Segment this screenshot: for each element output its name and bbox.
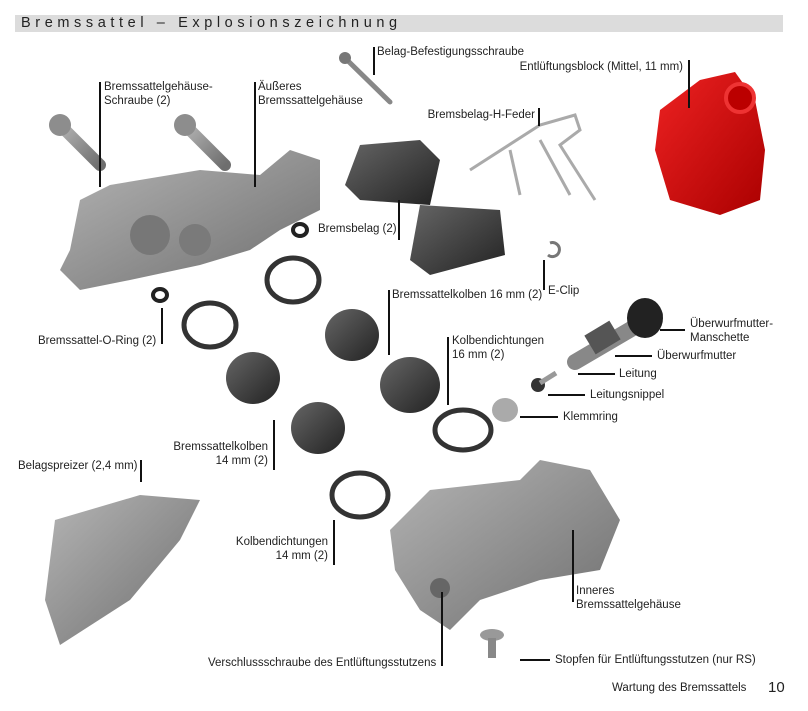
label-olive: Klemmring <box>563 411 618 423</box>
pad-spreader <box>45 495 200 645</box>
leader-line <box>520 416 558 418</box>
section-header: Bremssattel – Explosionszeichnung <box>15 15 783 32</box>
leader-line <box>578 373 615 375</box>
brake-pad-2 <box>410 205 505 275</box>
label-o-ring: Bremssattel-O-Ring (2) <box>38 335 157 347</box>
label-bleed-plug: Stopfen für Entlüftungsstutzen (nur RS) <box>555 654 756 666</box>
leader-line <box>660 329 685 331</box>
label-brake-pad: Bremsbelag (2) <box>318 223 397 235</box>
label-seals-14: Kolbendichtungen 14 mm (2) <box>236 535 328 563</box>
leader-line <box>273 420 275 470</box>
leader-line <box>447 337 449 405</box>
brake-pad-1 <box>345 140 440 205</box>
page-number: 10 <box>768 679 785 696</box>
label-e-clip: E-Clip <box>548 285 580 297</box>
caliper-bolt-1 <box>49 114 106 171</box>
leader-line <box>538 108 540 126</box>
label-piston-14: Bremssattelkolben 14 mm (2) <box>173 440 268 468</box>
label-hose: Leitung <box>619 368 657 380</box>
pad-retaining-bolt <box>339 52 393 105</box>
piston <box>291 402 345 454</box>
leader-line <box>373 47 375 75</box>
leader-line <box>388 290 390 355</box>
label-line: Kolbendichtungen <box>235 536 328 548</box>
label-seals-16: Kolbendichtungen 16 mm (2) <box>452 334 544 362</box>
leader-line <box>99 82 101 187</box>
leader-line <box>548 394 585 396</box>
label-line: 14 mm (2) <box>275 550 328 562</box>
label-caliper-bolt: Bremssattelgehäuse- Schraube (2) <box>104 80 213 108</box>
piston <box>226 352 280 404</box>
page-title: Bremssattel – Explosionszeichnung <box>21 15 402 31</box>
leader-line <box>254 82 256 187</box>
h-spring <box>469 113 597 201</box>
label-compression-nut: Überwurfmutter <box>657 350 737 362</box>
bleed-port-plug <box>480 629 504 658</box>
label-line: Schraube (2) <box>104 95 171 107</box>
footer-section: Wartung des Bremssattels <box>612 682 747 694</box>
label-line: Kolbendichtungen <box>452 335 545 347</box>
label-line: Bremssattelgehäuse <box>576 599 681 611</box>
label-h-spring: Bremsbelag-H-Feder <box>427 109 535 121</box>
label-line: 16 mm (2) <box>452 349 505 361</box>
piston <box>325 309 379 361</box>
label-pad-spreader: Belagspreizer (2,4 mm) <box>18 460 138 472</box>
leader-line <box>615 355 652 357</box>
leader-line <box>161 308 163 344</box>
leader-line <box>572 530 574 602</box>
leader-line <box>398 200 400 240</box>
label-nut-boot: Überwurfmutter- Manschette <box>690 317 773 345</box>
leader-line <box>520 659 550 661</box>
label-bleed-screw: Verschlussschraube des Entlüftungsstutze… <box>208 657 437 669</box>
label-line: Bremssattelgehäuse- <box>104 81 213 93</box>
leader-line <box>688 60 690 108</box>
label-line: 14 mm (2) <box>215 455 268 467</box>
caliper-bolt-2 <box>174 114 231 171</box>
label-bleed-block: Entlüftungsblock (Mittel, 11 mm) <box>519 61 683 73</box>
label-line: Inneres <box>576 585 615 597</box>
label-line: Äußeres <box>258 81 302 93</box>
leader-line <box>140 460 142 482</box>
label-line: Überwurfmutter- <box>690 318 774 330</box>
label-hose-barb: Leitungsnippel <box>590 389 665 401</box>
label-piston-16: Bremssattelkolben 16 mm (2) <box>392 289 543 301</box>
leader-line <box>441 592 443 666</box>
piston <box>380 357 440 413</box>
e-clip-part <box>547 241 561 259</box>
label-line: Bremssattelkolben <box>173 441 268 453</box>
leader-line <box>543 260 545 290</box>
leader-line <box>333 520 335 565</box>
label-pad-retaining-bolt: Belag-Befestigungsschraube <box>377 46 525 58</box>
label-line: Bremssattelgehäuse <box>258 95 363 107</box>
label-line: Manschette <box>690 332 750 344</box>
